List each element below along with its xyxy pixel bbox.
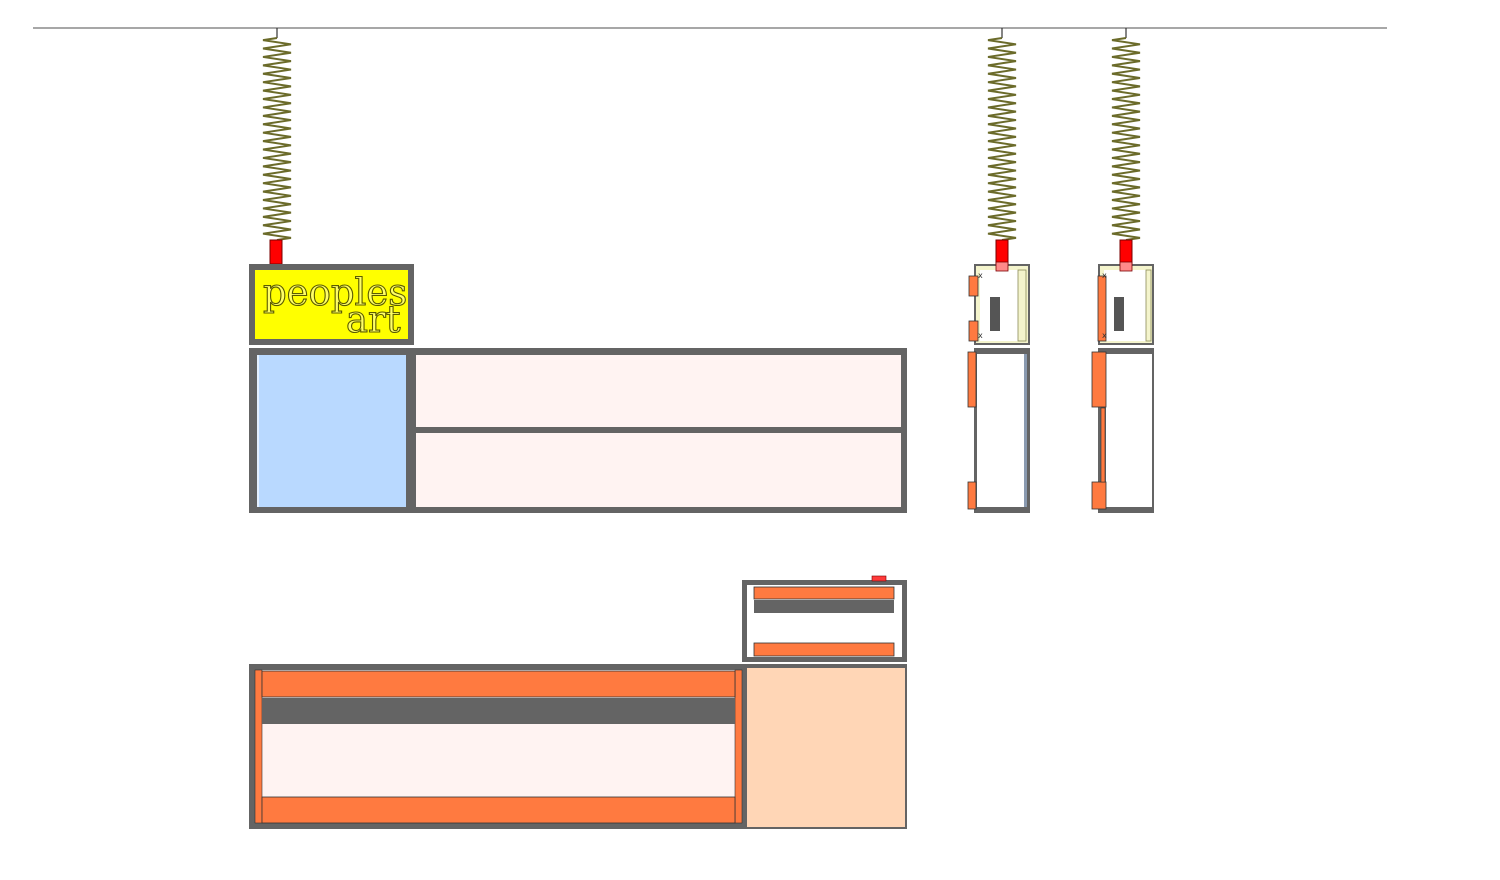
top-box [742, 575, 907, 662]
sign-box: peoples art [249, 264, 414, 345]
svg-text:x: x [1102, 331, 1107, 340]
upper-panel [416, 355, 901, 427]
sign-line-2: art [346, 298, 401, 341]
svg-text:x: x [978, 271, 983, 280]
spring-side-right [1111, 28, 1141, 265]
glass-panel [257, 355, 406, 507]
spring-side-left [987, 28, 1017, 265]
front-elevation: peoples art [249, 264, 907, 513]
lower-panel [416, 433, 901, 507]
rear-peach-panel [747, 668, 905, 827]
hanger-hook-side-left [995, 239, 1009, 265]
front-cabinet [249, 348, 907, 513]
side-elevation-right: x x [1091, 261, 1154, 513]
svg-text:x: x [978, 331, 983, 340]
side-elevation-left: x x [967, 261, 1030, 513]
svg-text:x: x [1102, 271, 1107, 280]
spring-front [262, 28, 292, 265]
sign-line-1: peoples [263, 271, 407, 314]
hanger-hook-front [269, 239, 283, 265]
hanger-hook-side-right [1119, 239, 1133, 265]
rear-elevation [249, 664, 907, 829]
